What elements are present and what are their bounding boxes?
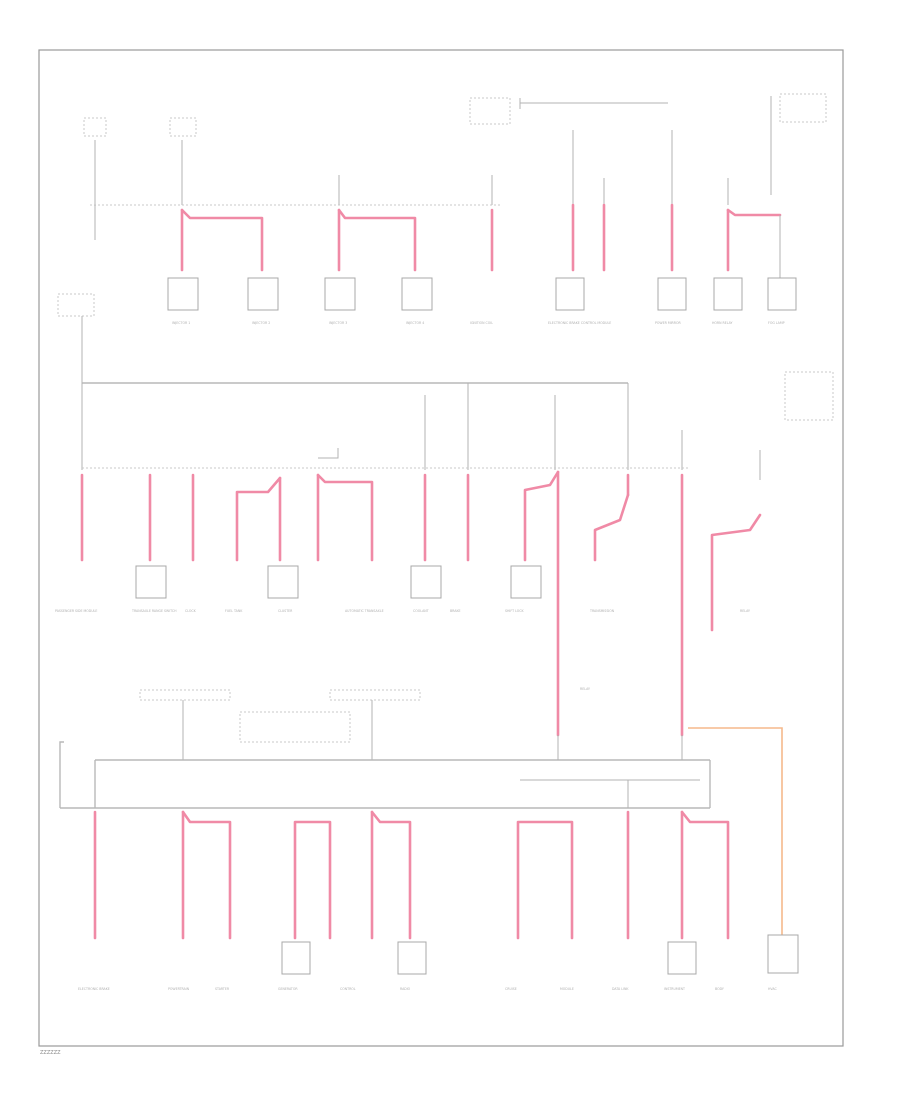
row1-label: ELECTRONIC BRAKE CONTROL MODULE xyxy=(548,321,611,325)
coolant-box xyxy=(410,565,442,599)
trs-box xyxy=(135,565,167,599)
top-source-labels xyxy=(83,93,827,195)
row3-label: RADIO xyxy=(400,987,411,991)
generator-box xyxy=(281,941,311,975)
row1-label: INJECTOR 1 xyxy=(172,321,190,325)
injector-4-box xyxy=(401,277,433,311)
shift-box xyxy=(510,565,542,599)
row3-label: CONTROL xyxy=(340,987,356,991)
injector-3-box xyxy=(324,277,356,311)
body-box xyxy=(667,941,697,975)
row2-label: FUEL TANK xyxy=(225,609,243,613)
row3-label: POWERTRAIN xyxy=(168,987,190,991)
row3-label: INSTRUMENT xyxy=(664,987,685,991)
injector-2-box xyxy=(247,277,279,311)
row2-label: TRANSAXLE RANGE SWITCH xyxy=(131,609,177,613)
hvac-box xyxy=(767,934,799,974)
row3-label: STARTER xyxy=(215,987,230,991)
row2-label: BRAKE xyxy=(450,609,461,613)
bottom-section: ELECTRONIC BRAKE GENERATOR RADIO CONTROL… xyxy=(59,689,799,991)
row2-label: COOLANT xyxy=(413,609,429,613)
horn-relay-box xyxy=(713,277,743,311)
row3-label: DATA LINK xyxy=(612,987,629,991)
row2-label: AUTOMATIC TRANSAXLE xyxy=(345,609,384,613)
ebcm-box xyxy=(555,277,585,311)
row3-label: CRUISE xyxy=(505,987,517,991)
row1-label: HORN RELAY xyxy=(712,321,733,325)
diagram-frame xyxy=(38,49,844,1047)
cluster-box xyxy=(267,565,299,599)
row2-label: RELAY xyxy=(580,687,590,691)
row1-label: INJECTOR 3 xyxy=(329,321,347,325)
row3-label: BODY xyxy=(715,987,724,991)
fog-lamp-box xyxy=(767,277,797,311)
row1-label: FOG LAMP xyxy=(768,321,785,325)
row3-label: ELECTRONIC BRAKE xyxy=(78,987,110,991)
mirror-box xyxy=(657,277,687,311)
row2-label: CLOCK xyxy=(185,609,197,613)
row1-label: INJECTOR 4 xyxy=(406,321,424,325)
bottom-bus xyxy=(59,741,64,808)
row1-label: POWER MIRROR xyxy=(655,321,681,325)
top-section: INJECTOR 1 INJECTOR 2 INJECTOR 3 INJECTO… xyxy=(83,93,827,325)
row2-label: TRANSMISSION xyxy=(589,609,615,613)
row2-label: CLUSTER xyxy=(278,609,293,613)
injector-1-box xyxy=(167,277,199,311)
middle-section: PASSENGER SIDE MODULE TRANSAXLE RANGE SW… xyxy=(55,293,834,737)
row3-label: MODULE xyxy=(560,987,574,991)
row2-label: PASSENGER SIDE MODULE xyxy=(55,609,97,613)
reference-code: ZZZZZZ xyxy=(40,1050,61,1056)
radio-box xyxy=(397,941,427,975)
row2-label: RELAY xyxy=(740,609,750,613)
row1-label: INJECTOR 2 xyxy=(252,321,270,325)
row2-label: SHIFT LOCK xyxy=(505,609,524,613)
row3-label: HVAC xyxy=(768,987,777,991)
row3-label: GENERATOR xyxy=(278,987,298,991)
row1-label: IGNITION COIL xyxy=(470,321,493,325)
